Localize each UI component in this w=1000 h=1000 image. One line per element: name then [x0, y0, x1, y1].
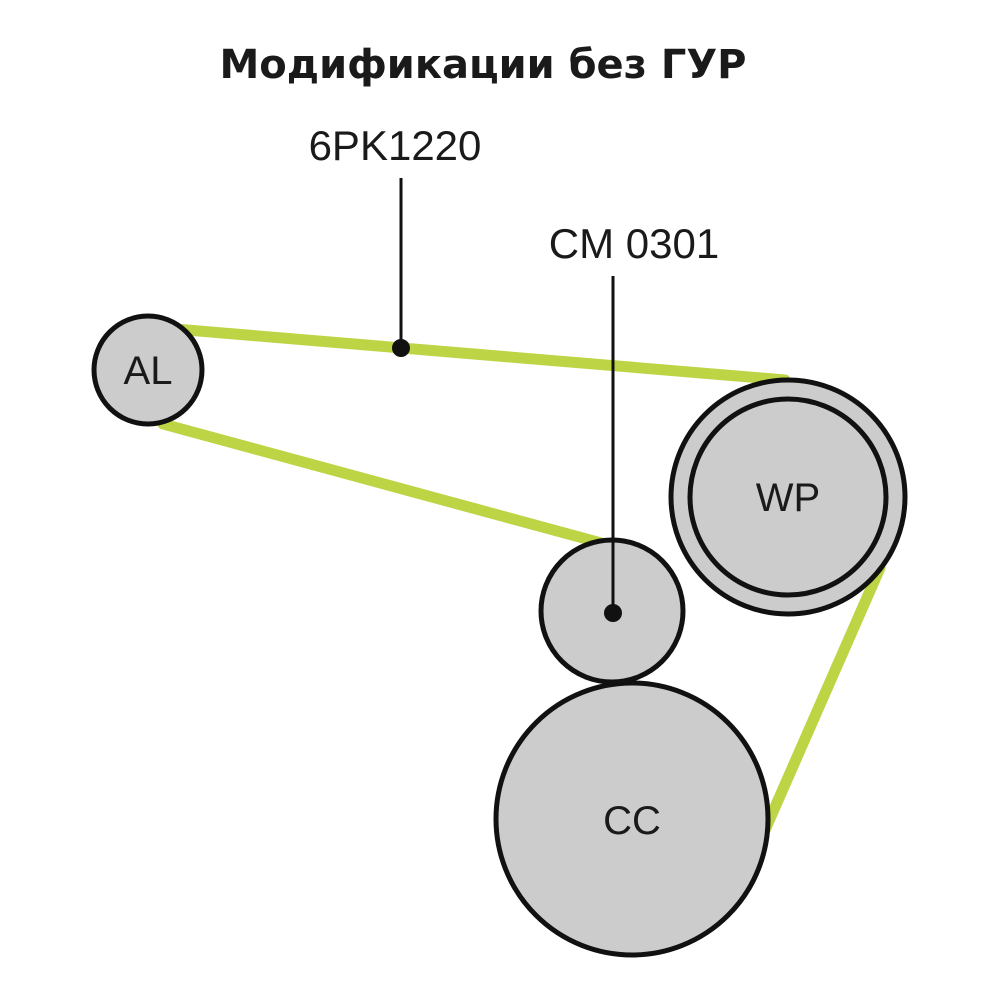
- belt-segment-wp-cc: [759, 562, 886, 836]
- belt-part-number: 6PK1220: [309, 122, 482, 169]
- alternator-label: AL: [124, 349, 173, 393]
- belt-callout: 6PK1220: [309, 122, 482, 357]
- water-pump-label: WP: [756, 476, 820, 520]
- roller-leader-dot: [604, 604, 622, 622]
- alternator-pulley: AL: [91, 313, 205, 427]
- diagram-title: Модификации без ГУР: [220, 42, 747, 88]
- roller-part-number: CM 0301: [549, 220, 719, 267]
- belt-segment-al-wp: [169, 323, 791, 386]
- belt-leader-dot: [392, 339, 410, 357]
- crankshaft-pulley: CC: [493, 680, 771, 958]
- crankshaft-label: CC: [603, 799, 661, 843]
- roller-callout: CM 0301: [549, 220, 719, 622]
- belt: [157, 323, 886, 836]
- water-pump-pulley: WP: [668, 377, 908, 617]
- belt-segment-al-roller: [157, 418, 611, 550]
